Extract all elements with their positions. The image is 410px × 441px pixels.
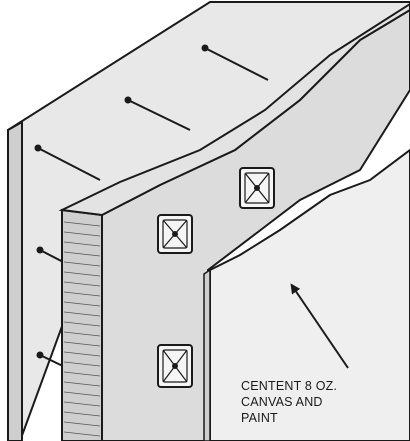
back-panel-edge [7,120,23,441]
nail-icon [124,96,191,131]
callout-line-2: CANVAS AND [241,395,323,409]
callout-line-1: CENTENT 8 OZ. [241,379,338,393]
square-plate-anchor-icon [157,214,193,254]
leader-arrow-icon [290,283,349,369]
canvas-layer [209,148,410,441]
callout-line-3: PAINT [241,411,278,425]
canvas-layer-edge [203,268,211,441]
board-edge-texture [63,221,101,437]
square-plate-anchor-icon [239,167,275,209]
nail-icon [34,144,101,181]
nail-icon [201,44,269,81]
insulation-board-top [58,2,410,217]
square-plate-anchor-icon [157,344,193,388]
canvas-callout-label: CENTENT 8 OZ. CANVAS AND PAINT [241,378,337,426]
